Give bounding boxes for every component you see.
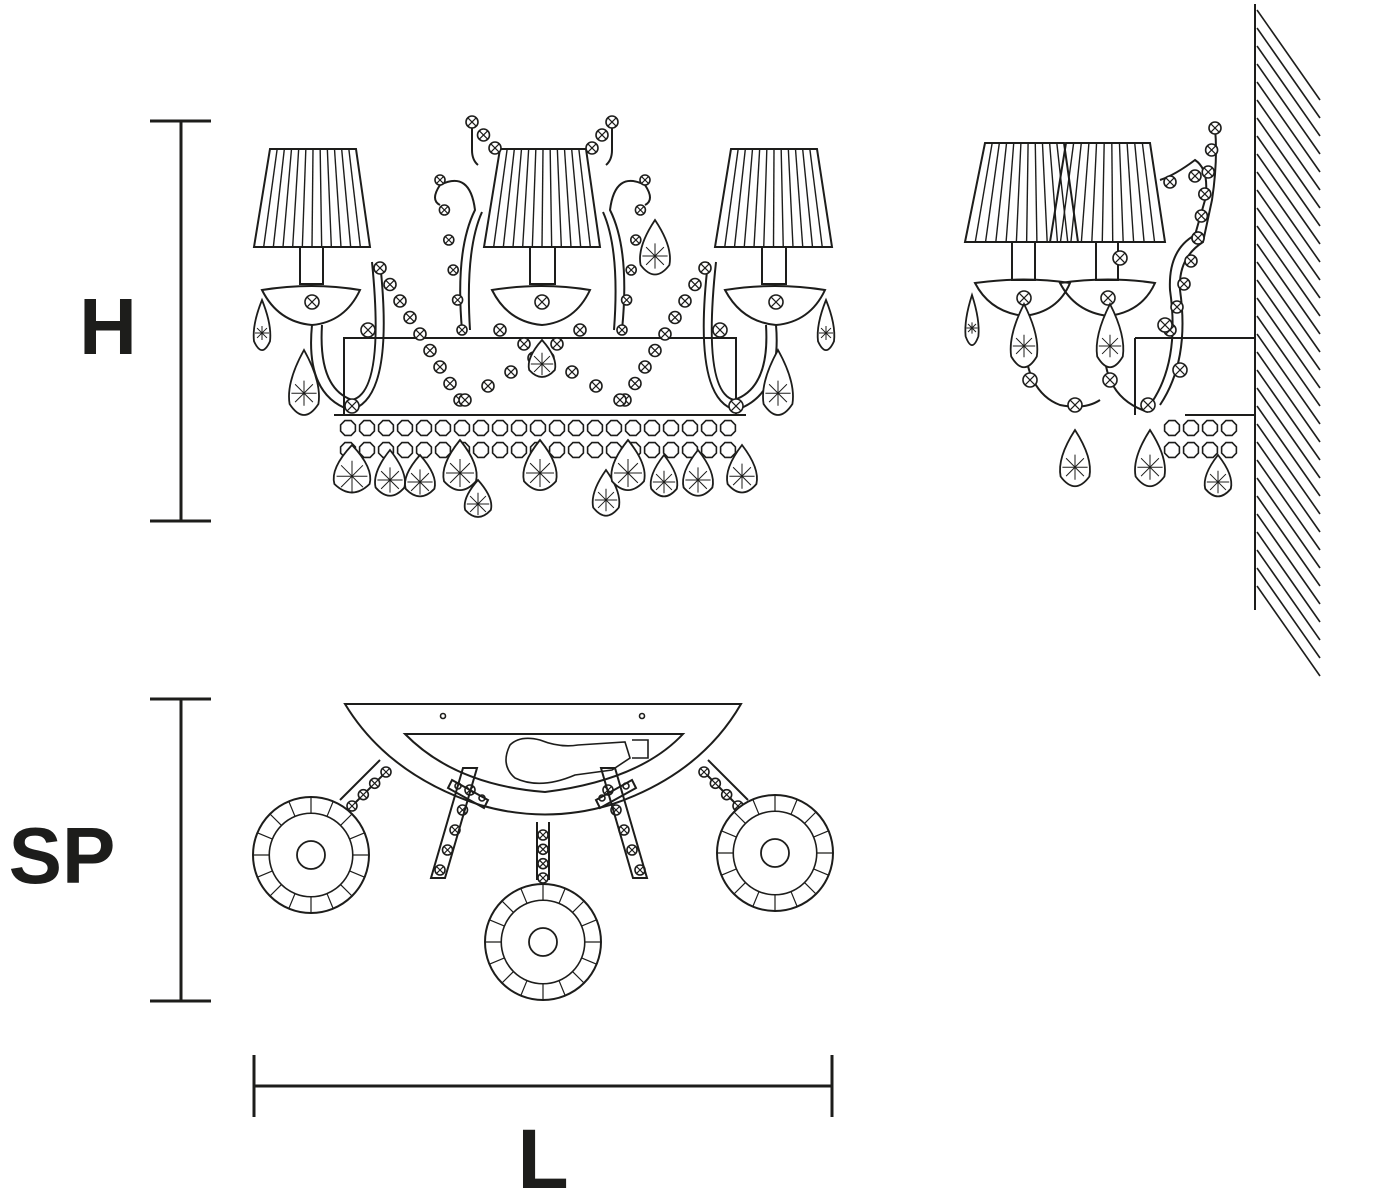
octagon-crystal	[415, 441, 433, 459]
octagon-crystal	[434, 441, 452, 459]
side-lampshade-front	[1048, 142, 1167, 243]
octagon-crystal	[1201, 419, 1219, 437]
octagon-crystal	[396, 441, 414, 459]
side-view	[963, 4, 1321, 677]
octagon-crystal	[1201, 441, 1219, 459]
octagon-crystal	[1163, 419, 1181, 437]
octagon-crystal	[1163, 441, 1181, 459]
bracket-left	[429, 767, 479, 879]
octagon-crystal	[719, 419, 737, 437]
octagon-crystal	[662, 441, 680, 459]
octagon-crystal	[605, 419, 623, 437]
octagon-crystal	[643, 441, 661, 459]
octagon-crystal	[567, 441, 585, 459]
octagon-crystal	[567, 419, 585, 437]
canopy-outline	[343, 703, 743, 816]
octagon-crystal	[453, 419, 471, 437]
octagon-crystal	[548, 419, 566, 437]
front-view	[252, 115, 836, 518]
pendant-drop	[816, 297, 836, 351]
canopy-fixture	[505, 737, 631, 785]
octagon-crystal	[1220, 441, 1238, 459]
length-dimension	[252, 1055, 834, 1117]
octagon-crystal	[586, 441, 604, 459]
octagon-crystal	[510, 419, 528, 437]
bobeche-right	[723, 285, 827, 327]
side-lampshade-back	[963, 142, 1080, 243]
crystal-rosettes	[252, 794, 834, 1001]
lampshade-left	[252, 148, 372, 248]
octagon-crystal	[719, 441, 737, 459]
candle-left	[299, 247, 324, 285]
depth-dimension	[150, 697, 211, 1003]
lampshade-center	[482, 148, 602, 248]
octagon-crystal	[700, 441, 718, 459]
octagon-crystal	[529, 419, 547, 437]
octagon-crystal	[681, 419, 699, 437]
stem-left	[339, 759, 391, 809]
scroll-right	[608, 179, 651, 331]
octagon-crystal	[643, 419, 661, 437]
octagon-crystal	[510, 441, 528, 459]
octagon-crystal	[377, 419, 395, 437]
height-dimension	[150, 119, 211, 523]
octagon-crystal	[624, 419, 642, 437]
stem-center	[536, 822, 550, 880]
bracket-right	[599, 767, 649, 879]
depth-label: SP	[9, 811, 116, 900]
side-crystal-garlands	[1016, 121, 1238, 459]
lampshade-right	[713, 148, 834, 248]
candle-center	[529, 247, 556, 285]
octagon-crystal	[472, 419, 490, 437]
crystal-garlands	[304, 115, 784, 459]
height-label: H	[79, 282, 137, 371]
top-view	[252, 703, 834, 1001]
crystal-pendants	[252, 218, 836, 518]
bobeche-center	[490, 285, 592, 327]
bobeche-left	[260, 285, 362, 327]
octagon-crystal	[700, 419, 718, 437]
octagon-crystal	[396, 419, 414, 437]
wall-hatching	[1256, 9, 1321, 677]
scroll-left	[434, 179, 477, 331]
octagon-crystal	[1182, 419, 1200, 437]
candle-right	[761, 247, 787, 285]
octagon-crystal	[662, 419, 680, 437]
side-crystal-pendants	[964, 292, 1233, 498]
octagon-crystal	[548, 441, 566, 459]
octagon-crystal	[434, 419, 452, 437]
octagon-crystal	[491, 441, 509, 459]
octagon-crystal	[491, 419, 509, 437]
pendant-drop	[964, 292, 980, 347]
octagon-crystal	[586, 419, 604, 437]
octagon-crystal	[1182, 441, 1200, 459]
octagon-crystal	[415, 419, 433, 437]
octagon-crystal	[1220, 419, 1238, 437]
pendant-drop	[252, 297, 272, 351]
octagon-crystal	[472, 441, 490, 459]
octagon-crystal	[681, 441, 699, 459]
octagon-crystal	[358, 441, 376, 459]
length-label: L	[517, 1112, 568, 1194]
canopy-inner	[402, 733, 686, 794]
octagon-crystal	[358, 419, 376, 437]
octagon-crystal	[339, 419, 357, 437]
